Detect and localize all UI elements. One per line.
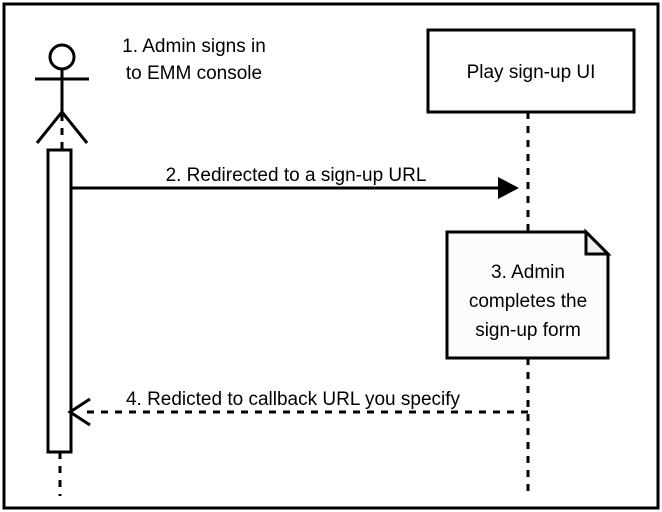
step-2-message-arrow[interactable] xyxy=(70,177,519,199)
note-step-3-line-3: sign-up form xyxy=(475,320,581,341)
participant-label-play-signup-ui: Play sign-up UI xyxy=(467,62,596,83)
step-2-arrowhead-filled-icon xyxy=(498,177,519,199)
actor-leg-right xyxy=(60,111,89,144)
actor-activation-bar xyxy=(46,148,73,454)
note-body-shape xyxy=(445,230,610,360)
actor-admin[interactable] xyxy=(35,43,89,144)
note-step-3[interactable]: 3. Admin completes the sign-up form xyxy=(445,228,612,360)
note-step-3-line-2: completes the xyxy=(469,291,587,312)
actor-head-icon xyxy=(48,43,76,71)
note-folded-corner-icon xyxy=(584,228,612,256)
note-step-3-line-1: 3. Admin xyxy=(491,262,565,283)
step-4-message-label: 4. Redicted to callback URL you specify xyxy=(126,389,461,410)
step-4-return-arrow[interactable] xyxy=(67,397,528,427)
actor-leg-left xyxy=(35,111,64,144)
step-4-arrowhead-open-icon xyxy=(67,397,91,427)
step-1-label-line-2: to EMM console xyxy=(126,63,262,84)
participant-box-play-signup-ui[interactable] xyxy=(426,28,636,114)
step-2-message-label: 2. Redirected to a sign-up URL xyxy=(166,165,427,186)
step-1-label-line-1: 1. Admin signs in xyxy=(122,36,266,57)
